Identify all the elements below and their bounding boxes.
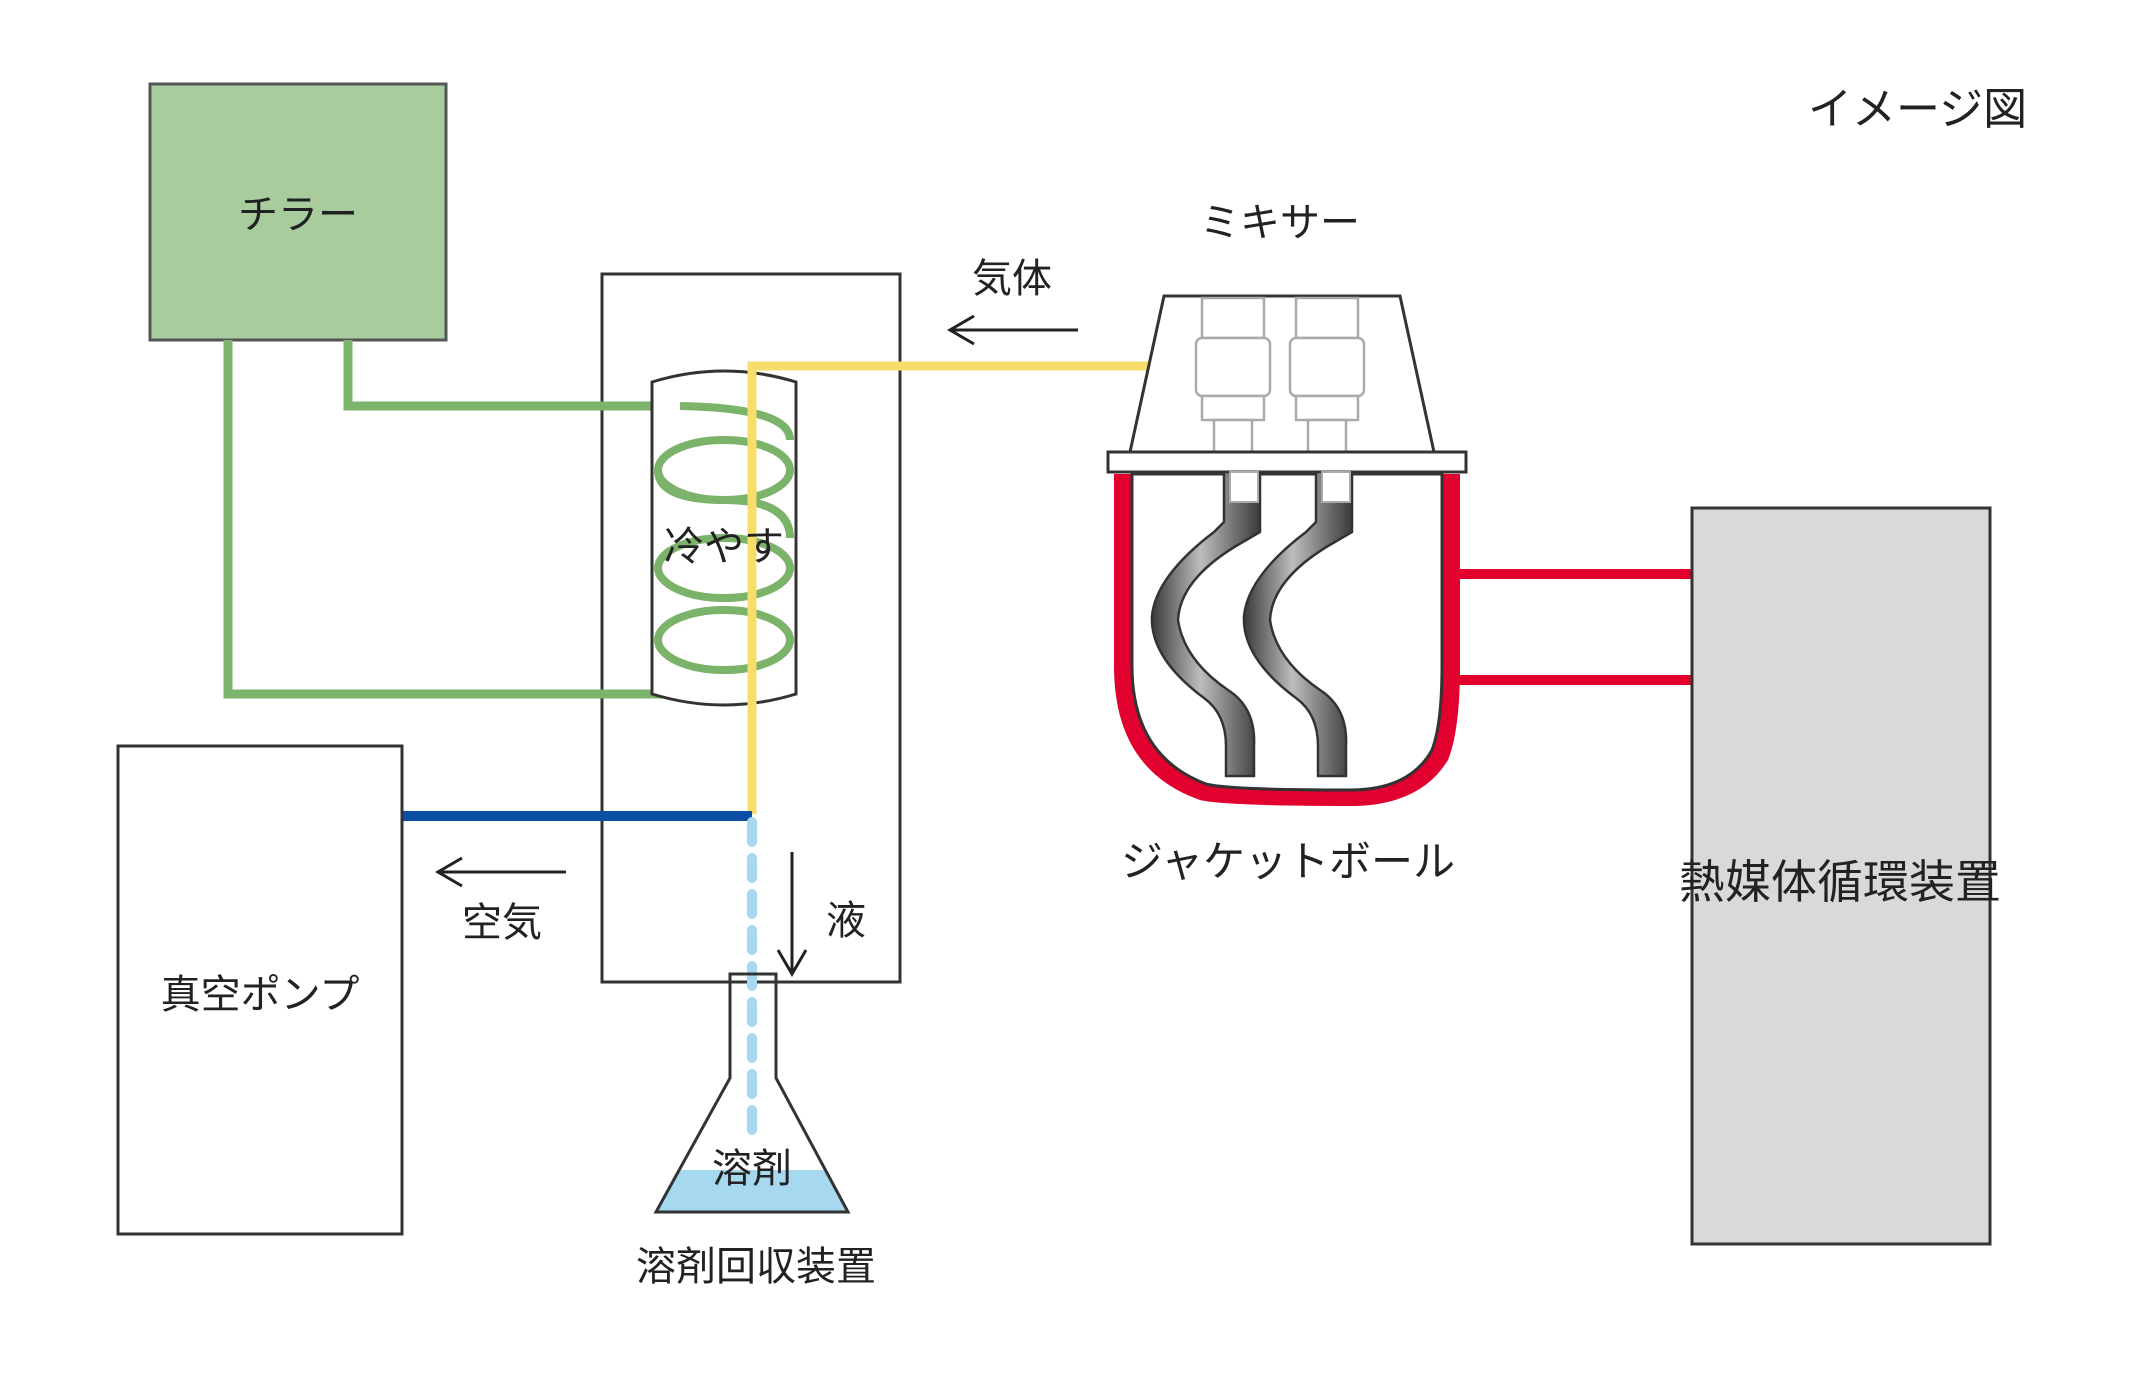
coolant-line-return: [223, 340, 680, 699]
jacket-bowl-label: ジャケットボール: [1121, 837, 1455, 886]
chiller-label: チラー: [238, 192, 358, 238]
gas-label: 気体: [972, 256, 1052, 302]
solvent-recovery-label: 溶剤回収装置: [636, 1244, 876, 1290]
solvent-label: 溶剤: [712, 1146, 792, 1192]
gas-line: [747, 361, 1154, 814]
cool-label: 冷やす: [664, 524, 784, 570]
mixer-head: [1128, 294, 1436, 454]
gas-arrow: [947, 314, 1078, 346]
liquid-label: 液: [826, 898, 866, 944]
mixing-blades: [1150, 470, 1354, 778]
vacuum-pump-label: 真空ポンプ: [161, 972, 360, 1018]
chiller-box: [148, 82, 448, 342]
coolant-line-supply: [343, 340, 680, 411]
liquid-arrow: [776, 852, 808, 977]
heat-medium-unit-box: [1690, 506, 1992, 1246]
recovery-flask: [653, 972, 851, 1214]
mixer-lid-flange: [1106, 450, 1468, 474]
cooling-coil: [654, 402, 794, 674]
title-note: イメージ図: [1808, 84, 2027, 135]
air-label: 空気: [462, 900, 542, 946]
vacuum-pump-box: [116, 744, 404, 1236]
solvent-liquid: [656, 1170, 848, 1212]
heat-medium-unit-label: 熱媒体循環装置: [1679, 855, 2001, 909]
mixer-label: ミキサー: [1200, 200, 1360, 246]
air-arrow: [435, 856, 566, 888]
